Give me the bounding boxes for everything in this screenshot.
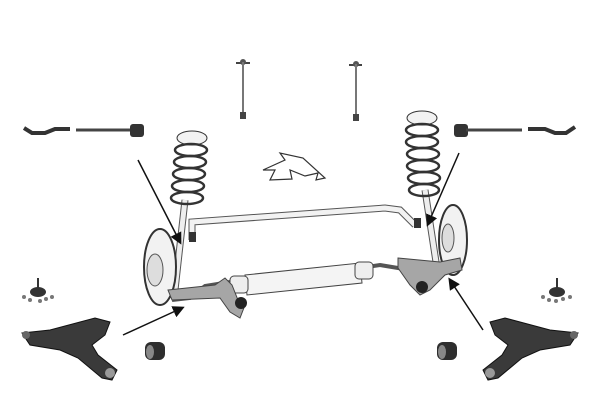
- tie-rod-right: [454, 124, 577, 137]
- stabilizer-bar: [188, 204, 421, 242]
- control-arm-right: [482, 317, 579, 381]
- lower-arm-mounted-right: [397, 257, 463, 296]
- coil-spring-left: [169, 130, 209, 291]
- bushing-left: [145, 342, 165, 360]
- coil-spring-right: [404, 110, 442, 276]
- pointer-arrow-icon: [122, 152, 484, 336]
- front-direction-arrow-icon: [262, 152, 327, 181]
- stabilizer-link-left: [236, 58, 250, 120]
- brake-disc-left: [143, 228, 177, 306]
- lower-arm-mounted-left: [167, 277, 247, 319]
- ball-joint-kit-left: [22, 278, 54, 303]
- ball-joint-kit-right: [541, 278, 572, 303]
- bushing-right: [437, 342, 457, 360]
- control-arm-left: [21, 317, 118, 381]
- tie-rod-left: [22, 124, 144, 137]
- stabilizer-link-right: [349, 60, 362, 122]
